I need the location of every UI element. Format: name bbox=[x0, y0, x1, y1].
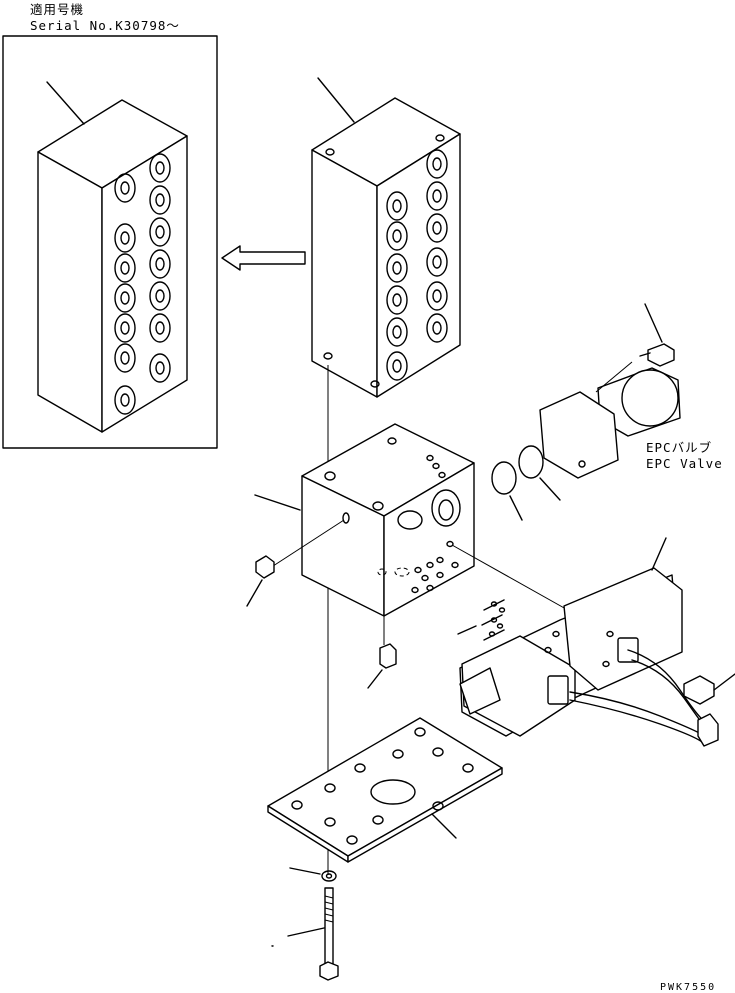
applicable-label: 適用号機 bbox=[30, 2, 84, 17]
upper-manifold-block bbox=[311, 77, 461, 398]
epc-valve-label-en: EPC Valve bbox=[646, 456, 723, 471]
new-version-arrow bbox=[221, 245, 306, 271]
bolt-set bbox=[457, 599, 506, 641]
epc-valve-label-jp: EPCバルブ bbox=[646, 440, 712, 455]
plug-left bbox=[246, 519, 345, 607]
inset-manifold-block bbox=[37, 81, 188, 433]
o-rings bbox=[491, 445, 561, 521]
washer bbox=[289, 867, 337, 882]
epc-valve: EPCバルブ EPC Valve bbox=[539, 303, 723, 479]
drawing-code: PWK7550 bbox=[660, 982, 716, 993]
serial-number-label: Serial No.K30798～ bbox=[30, 18, 180, 33]
mounting-bolt bbox=[271, 887, 339, 981]
plug-bottom bbox=[367, 616, 397, 689]
solenoid-valve bbox=[451, 537, 735, 747]
mounting-plate bbox=[267, 717, 503, 863]
inset-frame bbox=[2, 35, 218, 449]
valve-block bbox=[254, 423, 475, 640]
